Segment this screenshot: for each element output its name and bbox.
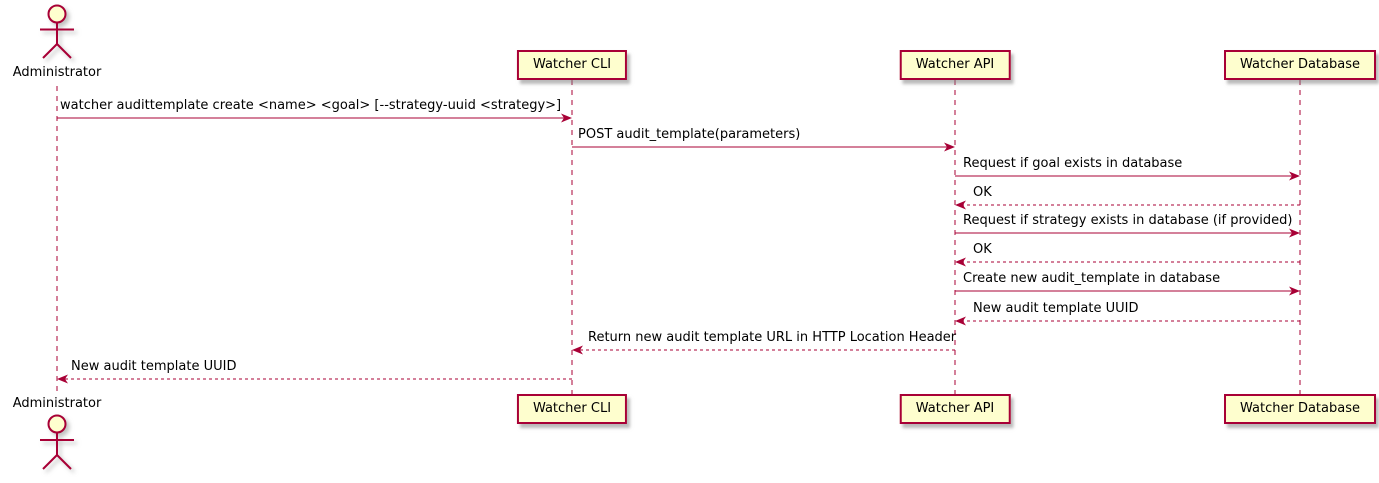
message-5-label: Request if strategy exists in database (… (963, 213, 1293, 228)
arrow-5-head (1289, 228, 1300, 238)
arrow-3-head (1289, 171, 1300, 181)
message-3-label: Request if goal exists in database (963, 156, 1183, 171)
actor-figure-administrator-top (40, 4, 74, 59)
message-8-label: New audit template UUID (973, 301, 1139, 316)
actor-head (47, 4, 67, 24)
arrow-9-head (572, 345, 583, 355)
arrow-8-head (955, 316, 966, 326)
message-6-label: OK (973, 242, 992, 257)
participant-box-watcher-database-top: Watcher Database (1224, 50, 1376, 80)
arrow-4-head (955, 200, 966, 210)
actor-label-administrator-top: Administrator (12, 65, 102, 80)
arrow-2-head (944, 142, 955, 152)
actor-label-administrator-bottom: Administrator (12, 396, 102, 411)
arrow-7-head (1289, 286, 1300, 296)
lifelines (56, 80, 1301, 395)
participant-box-watcher-api-top: Watcher API (899, 50, 1011, 80)
message-2-label: POST audit_template(parameters) (578, 127, 801, 142)
actor-figure-administrator-bottom (40, 414, 74, 470)
participant-box-watcher-cli-top: Watcher CLI (516, 50, 628, 80)
message-7-label: Create new audit_template in database (963, 271, 1221, 286)
arrow-10-head (57, 374, 68, 384)
message-9-label: Return new audit template URL in HTTP Lo… (588, 330, 957, 345)
participant-box-watcher-cli-bottom: Watcher CLI (516, 394, 628, 424)
arrow-6-head (955, 257, 966, 267)
arrow-1-head (561, 113, 572, 123)
message-10-label: New audit template UUID (71, 359, 237, 374)
participant-box-watcher-api-bottom: Watcher API (899, 394, 1011, 424)
message-4-label: OK (973, 185, 992, 200)
message-arrows (57, 113, 1300, 384)
actor-head (47, 414, 67, 434)
message-1-label: watcher audittemplate create <name> <goa… (60, 98, 562, 113)
participant-box-watcher-database-bottom: Watcher Database (1224, 394, 1376, 424)
